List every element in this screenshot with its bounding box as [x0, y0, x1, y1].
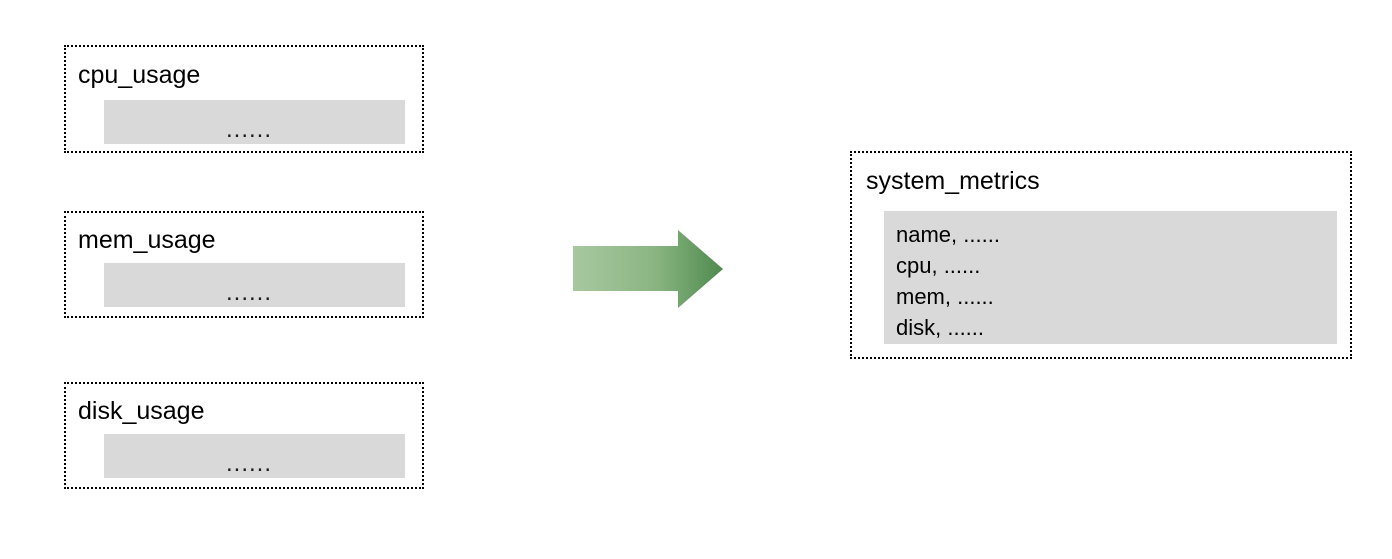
list-item: mem, ...... [896, 284, 994, 309]
list-item: cpu, ...... [896, 253, 981, 278]
entity-body-ellipsis-mem-usage: ...... [226, 279, 273, 306]
entity-body-panel-mem-usage [104, 263, 405, 307]
list-item: disk, ...... [896, 315, 985, 340]
system-metrics-field-list: name, ...... cpu, ...... mem, ...... dis… [896, 219, 1326, 343]
entity-body-panel-disk-usage [104, 434, 405, 478]
list-item: name, ...... [896, 222, 1000, 247]
entity-title-system-metrics: system_metrics [866, 167, 1040, 195]
entity-title-disk-usage: disk_usage [78, 397, 205, 425]
entity-title-cpu-usage: cpu_usage [78, 61, 201, 89]
entity-body-ellipsis-cpu-usage: ...... [226, 116, 273, 143]
entity-title-mem-usage: mem_usage [78, 226, 216, 254]
entity-body-panel-system-metrics [884, 211, 1337, 344]
entity-body-panel-cpu-usage [104, 100, 405, 144]
entity-body-ellipsis-disk-usage: ...... [226, 450, 273, 477]
flow-arrow [571, 228, 725, 310]
arrow-right-icon [573, 230, 723, 308]
